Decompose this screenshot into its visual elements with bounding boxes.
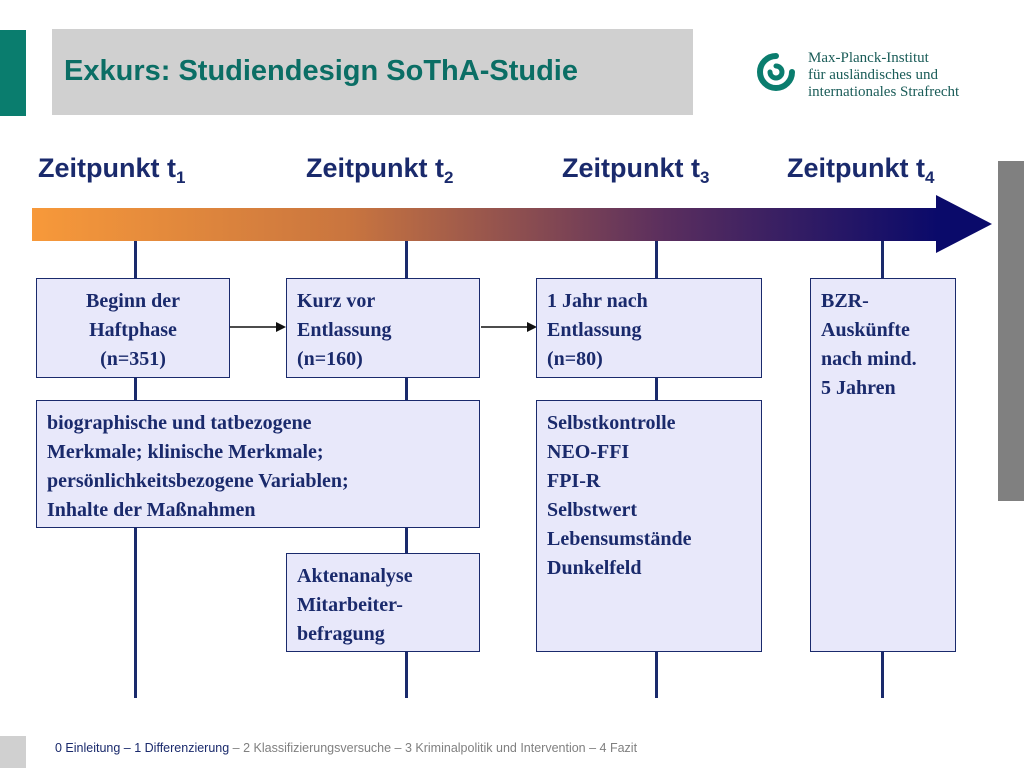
timepoint-3-label: Zeitpunkt t3: [562, 153, 710, 187]
timepoint-2-label: Zeitpunkt t2: [306, 153, 454, 187]
side-bar: [998, 161, 1024, 501]
box-merkmale: biographische und tatbezogene Merkmale; …: [36, 400, 480, 528]
footer-navigation: 0 Einleitung – 1 Differenzierung – 2 Kla…: [55, 741, 637, 755]
accent-bar: [0, 30, 26, 116]
box-haftbeginn: Beginn der Haftphase (n=351): [36, 278, 230, 378]
timepoint-1-label: Zeitpunkt t1: [38, 153, 186, 187]
timeline-arrow: [32, 195, 992, 253]
box-selbstkontrolle: Selbstkontrolle NEO-FFI FPI-R Selbstwert…: [536, 400, 762, 652]
box-entlassung: Kurz vor Entlassung (n=160): [286, 278, 480, 378]
box-bzr-auskuenfte: BZR- Auskünfte nach mind. 5 Jahren: [810, 278, 956, 652]
logo-text-line-1: Max-Planck-Institut: [808, 50, 929, 66]
footer-other-sections: – 2 Klassifizierungsversuche – 3 Krimina…: [229, 741, 638, 755]
arrow-t2-t3: [481, 322, 537, 332]
box-ein-jahr-nach: 1 Jahr nach Entlassung (n=80): [536, 278, 762, 378]
logo-text-line-3: internationales Strafrecht: [808, 84, 960, 100]
footer-marker: [0, 736, 26, 768]
arrow-t1-t2: [230, 322, 286, 332]
box-aktenanalyse: Aktenanalyse Mitarbeiter- befragung: [286, 553, 480, 652]
logo-text-line-2: für ausländisches und: [808, 67, 938, 83]
mpi-logo-icon: [757, 53, 795, 91]
timepoint-4-label: Zeitpunkt t4: [787, 153, 935, 187]
title-bar: [52, 29, 693, 115]
footer-active-section: 0 Einleitung – 1 Differenzierung: [55, 741, 230, 755]
page-title: Exkurs: Studiendesign SoThA-Studie: [64, 55, 578, 87]
